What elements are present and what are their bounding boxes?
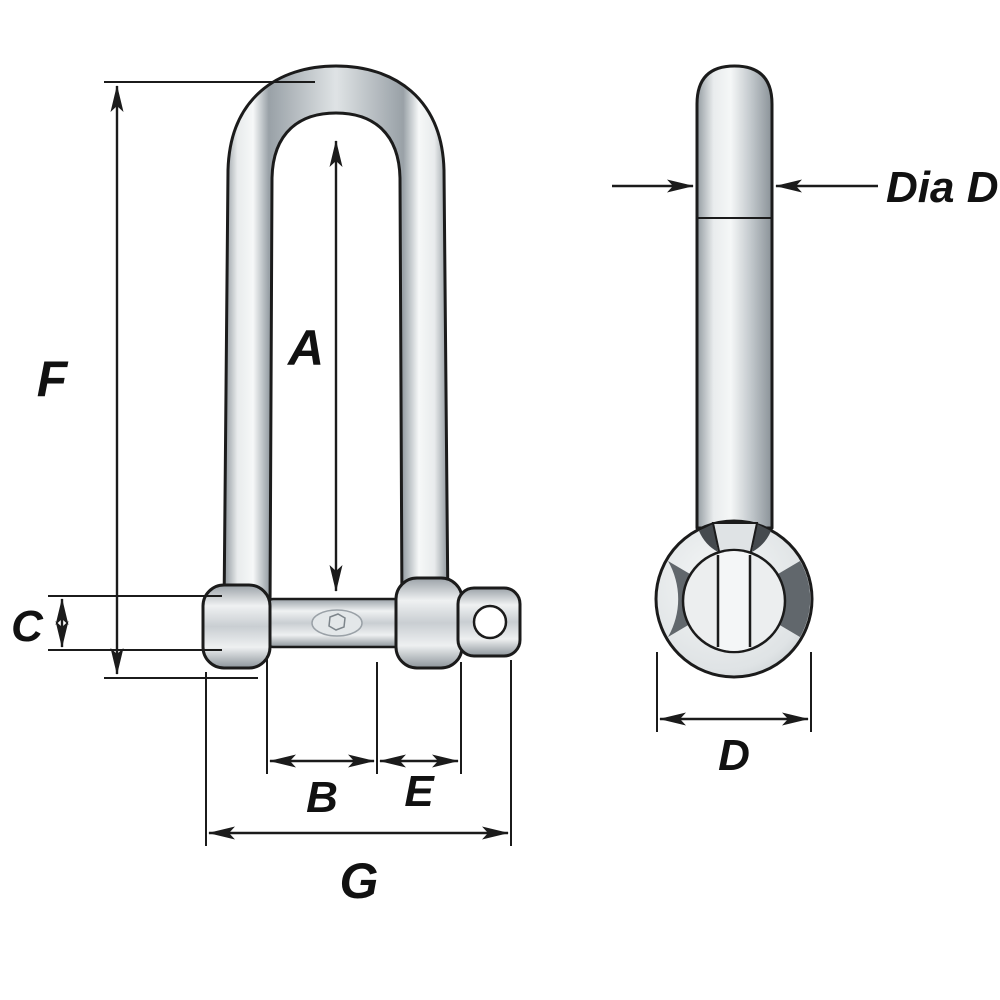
side-pin-slot-fill: [718, 551, 750, 651]
front-view-shackle: [201, 64, 522, 670]
label-c: C: [11, 602, 44, 651]
shackle-right-eye: [394, 576, 464, 670]
dimension-B: B: [266, 656, 378, 822]
shackle-bow: [222, 64, 450, 614]
dimension-G: G: [205, 660, 512, 909]
side-shaft: [695, 64, 774, 530]
dimension-dia-d: Dia D: [612, 163, 998, 212]
label-g: G: [340, 853, 379, 909]
dimension-D: D: [656, 652, 812, 780]
brand-hexagon-icon: [328, 613, 346, 631]
label-dia-d: Dia D: [886, 163, 998, 212]
dimension-C: C: [11, 595, 222, 651]
pin-brand-mark: [311, 609, 363, 637]
label-f: F: [37, 351, 69, 407]
dimension-E: E: [379, 662, 462, 816]
side-junction-wedge-left: [699, 524, 718, 552]
dimension-F: F: [37, 81, 315, 679]
label-e: E: [404, 767, 435, 816]
label-d: D: [718, 731, 750, 780]
brand-ellipse: [311, 609, 363, 637]
shackle-left-eye: [201, 583, 272, 670]
side-view-shackle: [654, 64, 814, 679]
label-b: B: [306, 773, 338, 822]
pin-head-hole: [472, 604, 508, 640]
label-a: A: [286, 320, 324, 376]
side-junction-wedge-right: [752, 524, 771, 552]
side-eye-shade-right: [778, 561, 811, 637]
dimension-A: A: [286, 140, 343, 592]
